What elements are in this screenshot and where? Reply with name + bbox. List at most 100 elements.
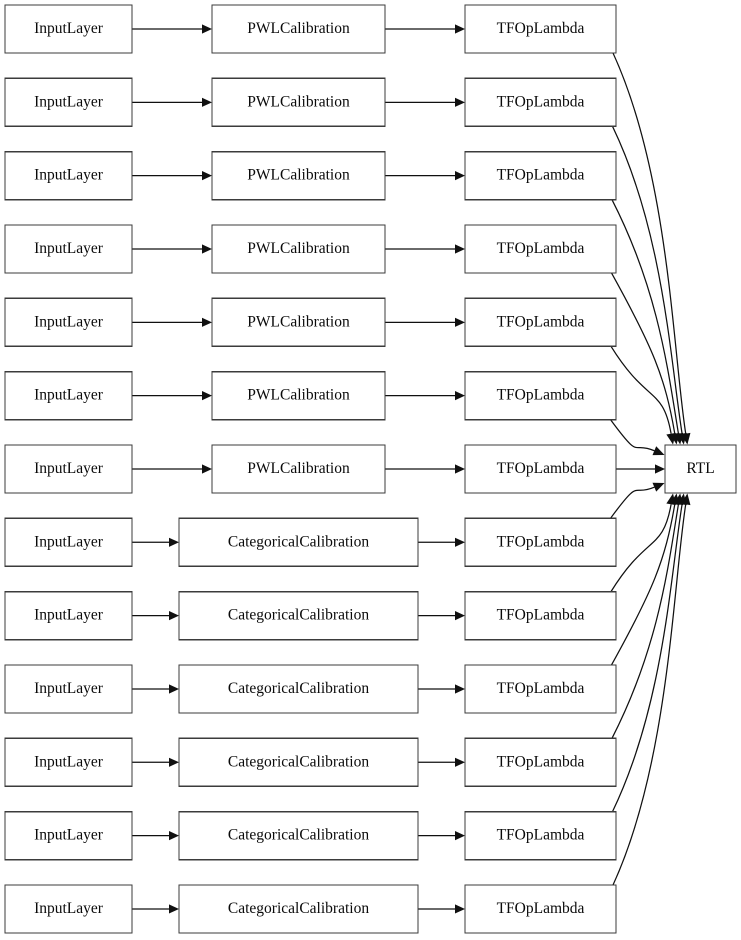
node-pwl-calibration-6[interactable]: PWLCalibration xyxy=(211,444,386,494)
node-tf-op-lambda-12[interactable]: TFOpLambda xyxy=(464,884,617,934)
edge-calibration-9-to-lambda xyxy=(418,684,465,694)
edge-calibration-2-to-lambda xyxy=(385,171,465,181)
node-input-layer-0[interactable]: InputLayer xyxy=(4,4,133,54)
node-tf-op-lambda-4-label: TFOpLambda xyxy=(497,313,585,330)
node-input-layer-10[interactable]: InputLayer xyxy=(4,737,133,787)
node-tf-op-lambda-12-label: TFOpLambda xyxy=(497,900,585,917)
node-tf-op-lambda-8-box xyxy=(464,590,617,641)
node-pwl-calibration-5-label: PWLCalibration xyxy=(247,387,350,404)
edge-calibration-6-to-lambda xyxy=(385,464,465,474)
node-categorical-calibration-8-box xyxy=(178,590,419,641)
edge-input-1-to-calibration xyxy=(132,97,212,107)
node-input-layer-9-box xyxy=(4,664,133,714)
node-categorical-calibration-10-label: CategoricalCalibration xyxy=(228,753,369,770)
node-input-layer-7[interactable]: InputLayer xyxy=(4,517,133,568)
node-pwl-calibration-4[interactable]: PWLCalibration xyxy=(211,297,386,348)
node-pwl-calibration-2-box xyxy=(211,150,386,201)
node-tf-op-lambda-6[interactable]: TFOpLambda xyxy=(464,444,617,494)
node-tf-op-lambda-5[interactable]: TFOpLambda xyxy=(464,370,617,421)
edge-calibration-11-to-lambda xyxy=(418,831,465,841)
edge-calibration-12-to-lambda xyxy=(418,904,465,914)
node-input-layer-2[interactable]: InputLayer xyxy=(4,150,133,201)
edge-calibration-12-to-lambda-arrowhead xyxy=(455,904,465,914)
node-tf-op-lambda-9[interactable]: TFOpLambda xyxy=(464,664,617,714)
edge-input-3-to-calibration xyxy=(132,244,212,254)
node-categorical-calibration-11-label: CategoricalCalibration xyxy=(228,827,369,844)
edge-calibration-4-to-lambda xyxy=(385,317,465,327)
edge-calibration-8-to-lambda xyxy=(418,611,465,621)
node-tf-op-lambda-10-box xyxy=(464,737,617,787)
node-categorical-calibration-9-label: CategoricalCalibration xyxy=(228,680,369,697)
node-input-layer-0-label: InputLayer xyxy=(34,20,104,37)
edge-lambda-3-to-rtl xyxy=(610,272,680,445)
node-input-layer-11-box xyxy=(4,810,133,861)
edge-input-6-to-calibration xyxy=(132,464,212,474)
edge-calibration-5-to-lambda-arrowhead xyxy=(455,391,465,401)
node-pwl-calibration-1-label: PWLCalibration xyxy=(247,93,350,110)
node-tf-op-lambda-3[interactable]: TFOpLambda xyxy=(464,224,617,274)
node-tf-op-lambda-9-box xyxy=(464,664,617,714)
node-categorical-calibration-11[interactable]: CategoricalCalibration xyxy=(178,810,419,861)
edge-calibration-10-to-lambda xyxy=(418,757,465,767)
node-rtl[interactable]: RTL xyxy=(664,444,737,494)
node-categorical-calibration-7-box xyxy=(178,517,419,568)
node-tf-op-lambda-1[interactable]: TFOpLambda xyxy=(464,77,617,128)
node-input-layer-11[interactable]: InputLayer xyxy=(4,810,133,861)
node-input-layer-8[interactable]: InputLayer xyxy=(4,590,133,641)
edge-calibration-9-to-lambda-arrowhead xyxy=(455,684,465,694)
node-input-layer-12-label: InputLayer xyxy=(34,900,104,917)
node-tf-op-lambda-11[interactable]: TFOpLambda xyxy=(464,810,617,861)
edge-input-11-to-calibration xyxy=(132,831,179,841)
node-input-layer-12[interactable]: InputLayer xyxy=(4,884,133,934)
edge-calibration-1-to-lambda xyxy=(385,97,465,107)
edge-lambda-7-to-rtl xyxy=(609,482,665,519)
edge-calibration-4-to-lambda-arrowhead xyxy=(455,317,465,327)
node-tf-op-lambda-8-label: TFOpLambda xyxy=(497,607,585,624)
node-input-layer-3[interactable]: InputLayer xyxy=(4,224,133,274)
node-categorical-calibration-12[interactable]: CategoricalCalibration xyxy=(178,884,419,934)
node-input-layer-8-label: InputLayer xyxy=(34,607,104,624)
node-pwl-calibration-3[interactable]: PWLCalibration xyxy=(211,224,386,274)
node-input-layer-5[interactable]: InputLayer xyxy=(4,370,133,421)
node-tf-op-lambda-7[interactable]: TFOpLambda xyxy=(464,517,617,568)
edge-input-10-to-calibration xyxy=(132,757,179,767)
node-categorical-calibration-11-box xyxy=(178,810,419,861)
node-tf-op-lambda-4-box xyxy=(464,297,617,348)
edge-input-5-to-calibration xyxy=(132,391,212,401)
node-input-layer-3-box xyxy=(4,224,133,274)
node-tf-op-lambda-4[interactable]: TFOpLambda xyxy=(464,297,617,348)
edge-lambda-4-to-rtl-line xyxy=(610,345,672,434)
node-input-layer-4[interactable]: InputLayer xyxy=(4,297,133,348)
node-input-layer-4-box xyxy=(4,297,133,348)
node-tf-op-lambda-1-box xyxy=(464,77,617,128)
edge-calibration-10-to-lambda-arrowhead xyxy=(455,757,465,767)
node-pwl-calibration-1[interactable]: PWLCalibration xyxy=(211,77,386,128)
edge-lambda-9-to-rtl xyxy=(610,493,680,666)
node-input-layer-9[interactable]: InputLayer xyxy=(4,664,133,714)
node-pwl-calibration-5-box xyxy=(211,370,386,421)
node-categorical-calibration-9[interactable]: CategoricalCalibration xyxy=(178,664,419,714)
node-pwl-calibration-5[interactable]: PWLCalibration xyxy=(211,370,386,421)
node-input-layer-1-box xyxy=(4,77,133,128)
node-categorical-calibration-8[interactable]: CategoricalCalibration xyxy=(178,590,419,641)
node-tf-op-lambda-12-box xyxy=(464,884,617,934)
node-tf-op-lambda-8[interactable]: TFOpLambda xyxy=(464,590,617,641)
node-input-layer-2-label: InputLayer xyxy=(34,167,104,184)
node-categorical-calibration-12-label: CategoricalCalibration xyxy=(228,900,369,917)
node-tf-op-lambda-0[interactable]: TFOpLambda xyxy=(464,4,617,54)
node-input-layer-1[interactable]: InputLayer xyxy=(4,77,133,128)
edge-calibration-0-to-lambda xyxy=(385,24,465,34)
node-categorical-calibration-12-box xyxy=(178,884,419,934)
node-categorical-calibration-10[interactable]: CategoricalCalibration xyxy=(178,737,419,787)
node-tf-op-lambda-10[interactable]: TFOpLambda xyxy=(464,737,617,787)
node-pwl-calibration-2[interactable]: PWLCalibration xyxy=(211,150,386,201)
node-tf-op-lambda-2[interactable]: TFOpLambda xyxy=(464,150,617,201)
edge-lambda-6-to-rtl xyxy=(616,464,665,474)
node-categorical-calibration-7[interactable]: CategoricalCalibration xyxy=(178,517,419,568)
node-input-layer-2-box xyxy=(4,150,133,201)
node-rtl-label: RTL xyxy=(686,460,714,477)
node-input-layer-6[interactable]: InputLayer xyxy=(4,444,133,494)
edge-calibration-7-to-lambda xyxy=(418,537,465,547)
node-pwl-calibration-0[interactable]: PWLCalibration xyxy=(211,4,386,54)
